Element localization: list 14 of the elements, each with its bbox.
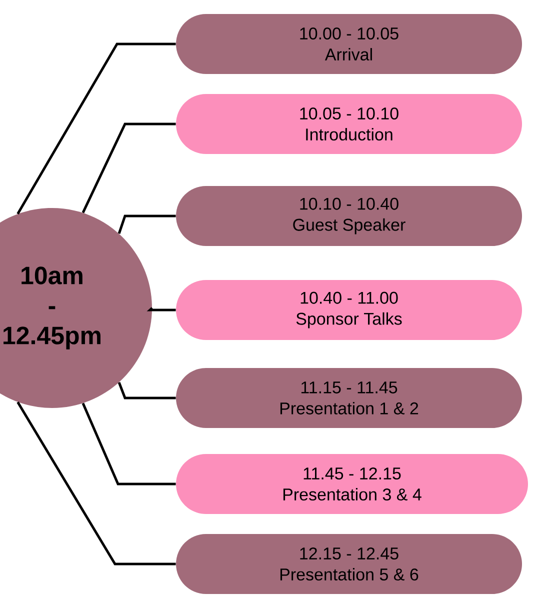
connector-line xyxy=(16,42,176,214)
connector-line xyxy=(118,382,176,400)
schedule-pill: 10.40 - 11.00 Sponsor Talks xyxy=(176,280,522,340)
schedule-pill: 10.10 - 10.40 Guest Speaker xyxy=(176,186,522,246)
connector-line xyxy=(16,402,176,566)
schedule-pill: 11.45 - 12.15 Presentation 3 & 4 xyxy=(176,454,528,514)
schedule-pill: 12.15 - 12.45 Presentation 5 & 6 xyxy=(176,534,522,594)
connector-line xyxy=(146,307,176,312)
connector-line xyxy=(82,402,176,486)
connector-line xyxy=(82,122,176,214)
schedule-pill: 11.15 - 11.45 Presentation 1 & 2 xyxy=(176,368,522,428)
connector-line xyxy=(118,214,176,234)
schedule-pill: 10.05 - 10.10 Introduction xyxy=(176,94,522,154)
schedule-pill: 10.00 - 10.05 Arrival xyxy=(176,14,522,74)
